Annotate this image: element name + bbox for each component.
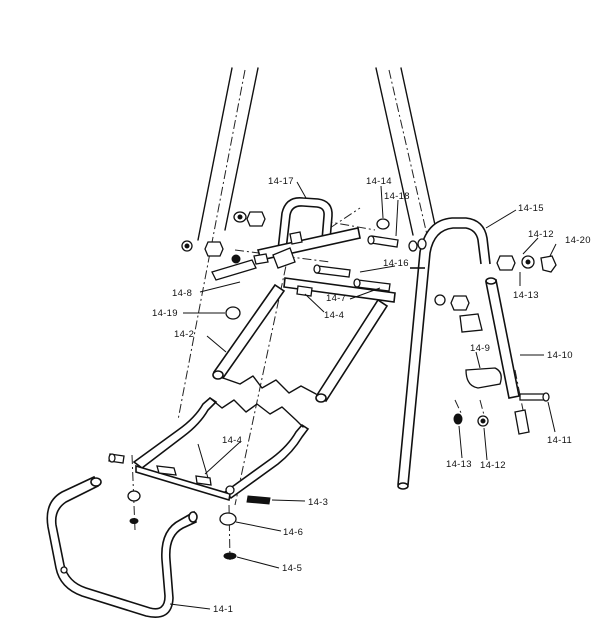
- footrest-frame: [132, 396, 310, 502]
- label-14-11: 14-11: [547, 435, 572, 446]
- swing-frame-legs: [197, 67, 436, 241]
- label-14-13-lower: 14-13: [446, 459, 472, 470]
- label-14-4-upper: 14-4: [324, 310, 344, 321]
- label-14-16: 14-16: [383, 258, 409, 269]
- base-u-tube: [46, 475, 198, 618]
- label-14-9: 14-9: [470, 343, 490, 354]
- label-14-19: 14-19: [152, 308, 178, 319]
- label-14-15: 14-15: [518, 203, 544, 214]
- label-14-14: 14-14: [366, 176, 392, 187]
- label-14-12-lower: 14-12: [480, 460, 506, 471]
- label-14-18: 14-18: [384, 191, 410, 202]
- hardware-parts: [108, 211, 557, 560]
- label-14-1: 14-1: [213, 604, 233, 615]
- label-14-4-lower: 14-4: [222, 435, 242, 446]
- label-14-10: 14-10: [547, 350, 573, 361]
- label-14-17: 14-17: [268, 176, 294, 187]
- label-14-7: 14-7: [326, 293, 346, 304]
- label-14-20: 14-20: [565, 235, 591, 246]
- leader-lines: [169, 181, 557, 610]
- label-14-5: 14-5: [282, 563, 302, 574]
- label-14-2: 14-2: [174, 329, 194, 340]
- label-14-3: 14-3: [308, 497, 328, 508]
- part-labels: 14-17 14-14 14-18 14-15 14-12 14-20 14-1…: [152, 176, 591, 615]
- label-14-8: 14-8: [172, 288, 192, 299]
- label-14-12-upper: 14-12: [528, 229, 554, 240]
- label-14-13-upper: 14-13: [513, 290, 539, 301]
- support-tube: [485, 277, 520, 399]
- label-14-6: 14-6: [283, 527, 303, 538]
